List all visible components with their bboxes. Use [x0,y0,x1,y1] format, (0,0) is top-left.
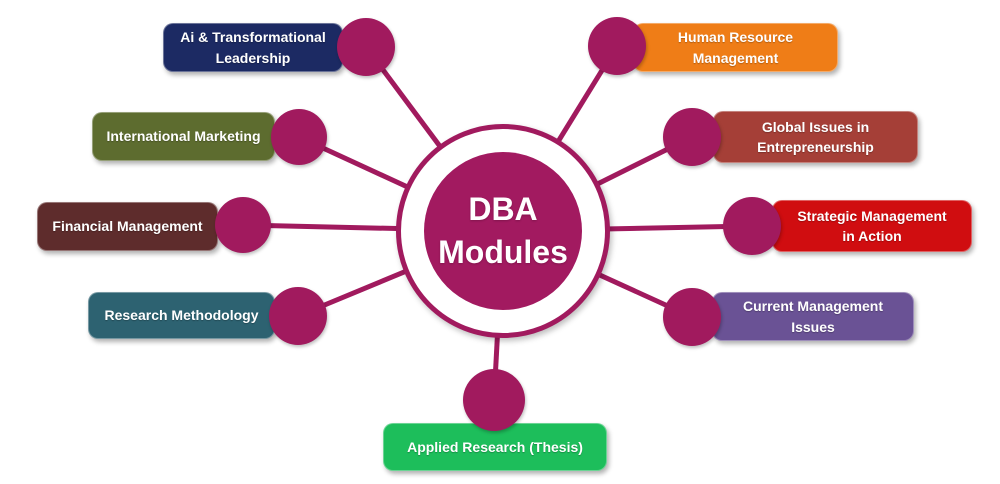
module-box-applied-research-thesis: Applied Research (Thesis) [383,423,607,471]
connector-dot-financial-management [215,197,271,253]
module-label-current-management-issues: Current Management Issues [742,298,884,335]
module-box-current-management-issues: Current Management Issues [712,292,914,341]
module-box-strategic-management-in-action: Strategic Management in Action [772,200,972,252]
connector-dot-current-management-issues [663,288,721,346]
center-circle: DBA Modules [396,124,610,338]
module-box-research-methodology: Research Methodology [88,292,275,339]
module-label-human-resource-management: Human Resource Management [677,29,794,66]
connector-dot-ai-transformational-leadership [337,18,395,76]
center-title: DBA Modules [438,190,568,270]
module-label-international-marketing: International Marketing [106,128,261,145]
module-box-human-resource-management: Human Resource Management [633,23,838,72]
module-box-financial-management: Financial Management [37,202,218,251]
connector-dot-global-issues-entrepreneurship [663,108,721,166]
connector-dot-strategic-management-in-action [723,197,781,255]
module-label-ai-transformational-leadership: Ai & Transformational Leadership [180,29,326,66]
module-label-strategic-management-in-action: Strategic Management in Action [797,207,947,244]
module-box-international-marketing: International Marketing [92,112,275,161]
module-label-applied-research-thesis: Applied Research (Thesis) [407,438,583,455]
connector-dot-research-methodology [269,287,327,345]
connector-dot-international-marketing [271,109,327,165]
center-circle-inner: DBA Modules [424,152,582,310]
connector-dot-human-resource-management [588,17,646,75]
connector-dot-applied-research-thesis [463,369,525,431]
module-label-global-issues-entrepreneurship: Global Issues in Entrepreneurship [757,118,874,155]
module-label-financial-management: Financial Management [52,218,203,235]
module-box-ai-transformational-leadership: Ai & Transformational Leadership [163,23,343,72]
module-label-research-methodology: Research Methodology [104,307,259,324]
module-box-global-issues-entrepreneurship: Global Issues in Entrepreneurship [713,111,918,163]
